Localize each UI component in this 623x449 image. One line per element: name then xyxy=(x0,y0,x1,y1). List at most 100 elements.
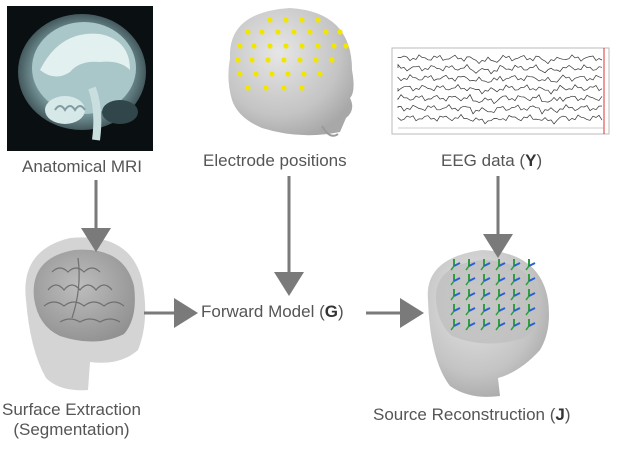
electrode-dot xyxy=(301,71,307,77)
electrode-dot xyxy=(307,29,313,35)
surface-extraction-image xyxy=(25,237,146,391)
electrode-dot xyxy=(281,57,287,63)
electrode-dot xyxy=(343,43,349,49)
eeg-symbol: Y xyxy=(525,151,537,170)
forward-model-label: Forward Model (G) xyxy=(201,302,344,322)
dipole-marker xyxy=(495,319,506,331)
electrode-dot xyxy=(269,71,275,77)
electrode-dot xyxy=(245,85,251,91)
source-label-prefix: Source Reconstruction ( xyxy=(373,405,556,424)
electrode-dot xyxy=(315,43,321,49)
eeg-trace xyxy=(397,54,603,65)
dipole-marker xyxy=(495,274,506,286)
electrode-dot xyxy=(299,85,305,91)
electrode-dot xyxy=(263,85,269,91)
electrode-dot xyxy=(281,85,287,91)
forward-label-prefix: Forward Model ( xyxy=(201,302,325,321)
electrode-dot xyxy=(245,29,251,35)
dipole-marker xyxy=(495,304,506,316)
eeg-traces xyxy=(397,54,603,125)
source-symbol: J xyxy=(555,405,565,424)
surface-label-line1: Surface Extraction xyxy=(2,400,141,419)
forward-label-suffix: ) xyxy=(338,302,344,321)
electrode-dot xyxy=(313,57,319,63)
source-reconstruction-label: Source Reconstruction (J) xyxy=(373,405,571,425)
dipole-marker xyxy=(480,274,491,286)
electrode-positions-label: Electrode positions xyxy=(203,151,347,170)
electrode-dot xyxy=(237,43,243,49)
electrode-dot xyxy=(267,43,273,49)
eeg-label-suffix: ) xyxy=(536,151,543,170)
dipole-marker xyxy=(480,289,491,301)
electrode-dot xyxy=(323,29,329,35)
dipole-marker xyxy=(495,289,506,301)
dipole-marker xyxy=(465,259,476,271)
electrode-dot xyxy=(317,71,323,77)
electrode-dot xyxy=(253,71,259,77)
dipole-marker xyxy=(525,259,536,271)
source-reconstruction-image xyxy=(427,250,549,397)
electrode-dot xyxy=(331,43,337,49)
electrode-dot xyxy=(237,71,243,77)
electrode-dot xyxy=(329,57,335,63)
electrode-dots xyxy=(235,17,349,91)
electrode-dot xyxy=(337,29,343,35)
flow-arrows xyxy=(81,176,513,328)
dipole-grid xyxy=(450,259,536,331)
dipole-marker xyxy=(525,319,536,331)
electrode-dot xyxy=(265,57,271,63)
dipole-marker xyxy=(510,304,521,316)
dipole-marker xyxy=(510,289,521,301)
brain-folds xyxy=(43,257,125,323)
eeg-label-prefix: EEG data ( xyxy=(441,151,526,170)
electrode-dot xyxy=(299,17,305,23)
eeg-data-label: EEG data (Y) xyxy=(441,151,542,171)
dipole-marker xyxy=(480,304,491,316)
dipole-marker xyxy=(525,304,536,316)
electrode-dot xyxy=(283,17,289,23)
eeg-trace xyxy=(397,63,603,75)
eeg-data-plot xyxy=(391,47,610,135)
dipole-marker xyxy=(525,289,536,301)
electrode-dot xyxy=(235,57,241,63)
electrode-dot xyxy=(297,57,303,63)
electrode-dot xyxy=(249,57,255,63)
dipole-marker xyxy=(525,274,536,286)
dipole-marker xyxy=(450,319,461,331)
electrode-dot xyxy=(285,71,291,77)
electrode-dot xyxy=(259,29,265,35)
dipole-marker xyxy=(495,259,506,271)
dipole-marker xyxy=(510,259,521,271)
dipole-marker xyxy=(465,274,476,286)
electrode-dot xyxy=(315,17,321,23)
eeg-trace xyxy=(397,74,603,83)
surface-label-line2: (Segmentation) xyxy=(13,420,130,439)
anatomical-mri-label: Anatomical MRI xyxy=(22,157,142,176)
electrode-dot xyxy=(275,29,281,35)
eeg-trace xyxy=(397,104,603,115)
dipole-marker xyxy=(450,304,461,316)
dipole-marker xyxy=(450,274,461,286)
dipole-marker xyxy=(480,259,491,271)
electrode-dot xyxy=(299,43,305,49)
eeg-trace xyxy=(397,113,603,125)
dipole-marker xyxy=(450,259,461,271)
electrode-head-image xyxy=(228,8,354,137)
eeg-trace xyxy=(397,93,603,105)
dipole-marker xyxy=(465,289,476,301)
dipole-marker xyxy=(465,319,476,331)
electrode-dot xyxy=(267,17,273,23)
forward-symbol: G xyxy=(324,302,338,321)
dipole-marker xyxy=(465,304,476,316)
dipole-marker xyxy=(510,274,521,286)
mri-image xyxy=(7,6,153,151)
electrode-dot xyxy=(283,43,289,49)
surface-extraction-label: Surface Extraction (Segmentation) xyxy=(2,400,141,440)
source-label-suffix: ) xyxy=(564,405,571,424)
dipole-marker xyxy=(480,319,491,331)
dipole-marker xyxy=(450,289,461,301)
electrode-dot xyxy=(291,29,297,35)
dipole-marker xyxy=(510,319,521,331)
